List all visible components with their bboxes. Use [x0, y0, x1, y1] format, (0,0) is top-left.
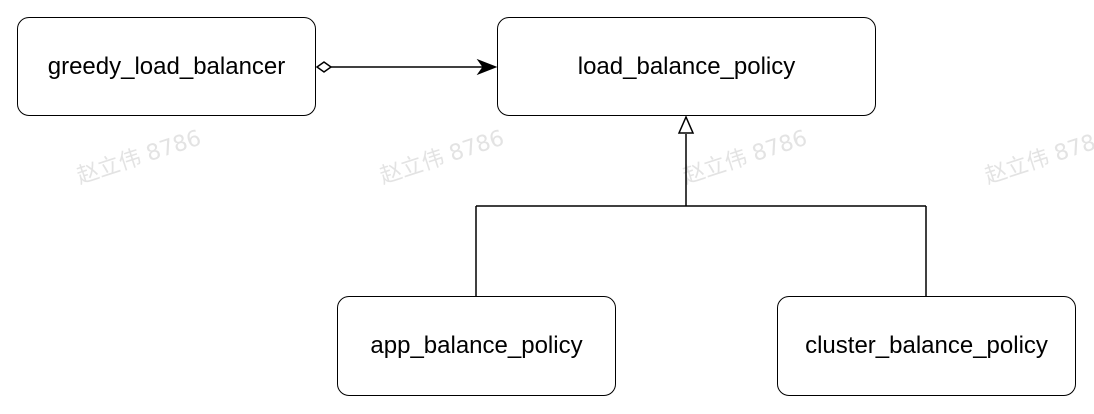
arrowhead [476, 58, 498, 76]
node-cluster-balance-policy[interactable]: cluster_balance_policy [777, 296, 1076, 396]
node-label: load_balance_policy [577, 52, 796, 80]
node-label: greedy_load_balancer [47, 52, 286, 80]
node-app-balance-policy[interactable]: app_balance_policy [337, 296, 616, 396]
node-label: cluster_balance_policy [805, 332, 1048, 359]
inheritance-triangle [677, 115, 695, 134]
node-load-balance-policy[interactable]: load_balance_policy [497, 17, 876, 116]
node-greedy-load-balancer[interactable]: greedy_load_balancer [17, 17, 316, 116]
aggregation-diamond [315, 61, 333, 73]
node-label: app_balance_policy [370, 332, 583, 359]
